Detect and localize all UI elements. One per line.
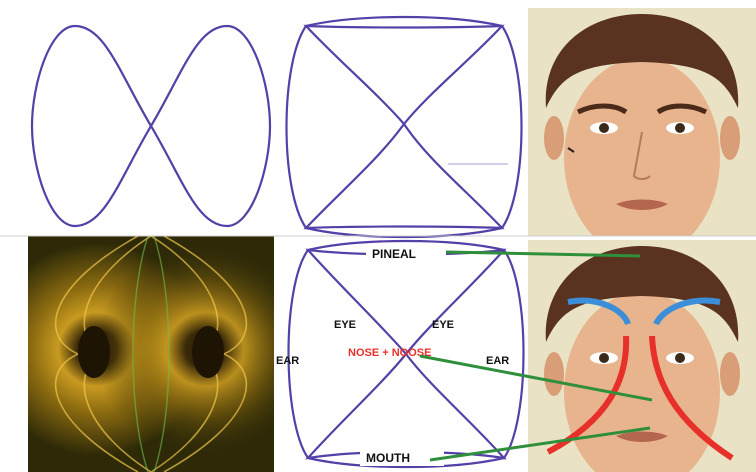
connector-nose bbox=[420, 356, 652, 400]
connector-pineal bbox=[446, 252, 640, 256]
connector-mouth bbox=[430, 428, 650, 460]
